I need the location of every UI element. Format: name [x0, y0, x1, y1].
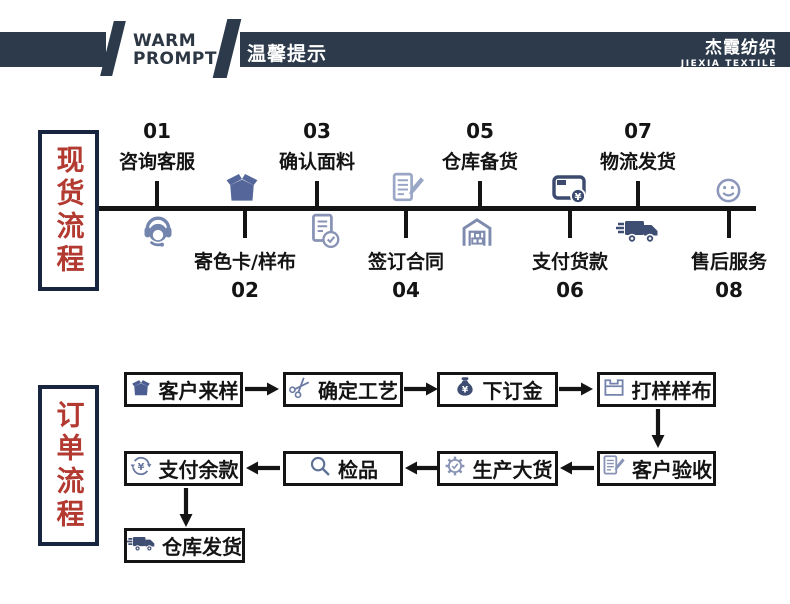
step-number: 08 — [715, 278, 743, 302]
flow-box-label: 下订金 — [482, 379, 543, 403]
document-pen-icon — [389, 170, 426, 207]
timeline-step-06: 支付货款 06 — [495, 243, 645, 302]
flow-arrow-down — [178, 488, 194, 528]
flow-box-label: 打样样布 — [631, 379, 712, 403]
step-number: 04 — [392, 278, 420, 302]
step-number: 03 — [303, 119, 331, 143]
step-label: 售后服务 — [690, 251, 767, 273]
flow-arrow-down — [650, 409, 666, 449]
sample-box-icon — [602, 375, 626, 404]
timeline-tick — [404, 211, 408, 238]
open-box-icon — [221, 167, 263, 207]
timeline-step-08: 售后服务 08 — [654, 243, 790, 302]
timeline-tick — [727, 211, 731, 238]
flow-box-bulk-production: 生产大货 — [437, 451, 558, 486]
flow-box-customer-sample: 客户来样 — [124, 372, 243, 407]
step-number: 06 — [556, 278, 584, 302]
timeline-step-07: 07 物流发货 — [563, 119, 713, 174]
flow-arrow-right — [404, 381, 439, 397]
timeline-step-01: 01 咨询客服 — [82, 119, 232, 174]
step-label: 寄色卡/样布 — [194, 251, 296, 273]
order-flow-label-box: 订单流程 — [38, 385, 99, 546]
document-pen-icon — [601, 454, 626, 483]
delivery-truck-icon — [127, 533, 156, 559]
refund-yen-icon: ¥ — [129, 454, 153, 483]
timeline-step-04: 签订合同 04 — [331, 243, 481, 302]
brand-name-en: JIEXIA TEXTILE — [680, 59, 777, 69]
flow-box-label: 客户验收 — [632, 458, 712, 482]
smiley-icon — [713, 175, 744, 206]
step-number: 05 — [466, 119, 494, 143]
flow-arrow-left — [559, 460, 594, 476]
timeline-tick — [636, 181, 640, 206]
header-title: 温馨提示 — [247, 43, 328, 65]
header-bar-right — [240, 32, 790, 67]
open-box-icon — [129, 376, 153, 404]
timeline-step-02: 寄色卡/样布 02 — [170, 243, 320, 302]
warm-prompt-title: WARM PROMPT — [133, 32, 217, 68]
timeline-step-03: 03 确认面料 — [242, 119, 392, 174]
flow-box-customer-acceptance: 客户验收 — [597, 451, 716, 486]
yen-glyph: ¥ — [137, 462, 144, 473]
step-label: 确认面料 — [278, 151, 355, 173]
step-label: 签订合同 — [367, 251, 444, 273]
header-bar-left — [0, 32, 106, 67]
gear-check-icon — [443, 454, 467, 483]
flow-box-confirm-craft: 确定工艺 — [283, 372, 403, 407]
flow-box-inspection: 检品 — [283, 451, 403, 486]
timeline-step-05: 05 仓库备货 — [405, 119, 555, 174]
flow-box-deposit: ¥ 下订金 — [437, 372, 558, 407]
document-check-icon — [306, 212, 342, 250]
flow-box-label: 仓库发货 — [162, 535, 242, 559]
yen-glyph: ¥ — [575, 192, 582, 203]
order-flow-label: 订单流程 — [52, 399, 86, 532]
flow-arrow-left — [245, 460, 280, 476]
flow-box-label: 客户来样 — [158, 379, 239, 403]
timeline-tick — [243, 211, 247, 238]
payment-card-icon: ¥ — [551, 172, 589, 206]
flow-box-label: 确定工艺 — [318, 379, 398, 403]
timeline-line — [99, 206, 756, 211]
money-bag-icon: ¥ — [453, 375, 477, 404]
step-label: 仓库备货 — [441, 151, 518, 173]
warm-prompt-line2: PROMPT — [133, 49, 217, 69]
warm-prompt-line1: WARM — [133, 31, 197, 51]
timeline-tick — [568, 211, 572, 238]
flow-arrow-right — [245, 381, 280, 397]
flow-arrow-right — [559, 381, 594, 397]
timeline-tick — [478, 181, 482, 206]
step-number: 01 — [143, 119, 171, 143]
flow-arrow-left — [404, 460, 439, 476]
flow-box-label: 支付余款 — [158, 458, 239, 482]
scissors-icon — [288, 375, 312, 404]
customer-service-headset-icon — [140, 212, 176, 248]
step-number: 07 — [624, 119, 652, 143]
flow-box-label: 生产大货 — [472, 458, 553, 482]
flow-box-pay-balance: ¥ 支付余款 — [124, 451, 243, 486]
step-label: 咨询客服 — [118, 151, 195, 173]
yen-glyph: ¥ — [461, 385, 468, 395]
magnifier-icon — [308, 454, 332, 483]
step-number: 02 — [231, 278, 259, 302]
timeline-tick — [155, 181, 159, 206]
spot-flow-label: 现货流程 — [52, 144, 86, 277]
step-label: 支付货款 — [531, 251, 608, 273]
flow-box-warehouse-shipping: 仓库发货 — [124, 528, 245, 563]
spot-flow-label-box: 现货流程 — [38, 130, 99, 291]
brand-logo: 杰霞纺织 JIEXIA TEXTILE — [681, 33, 777, 69]
flow-box-label: 检品 — [338, 458, 378, 482]
warehouse-icon — [459, 213, 495, 247]
timeline-tick — [315, 181, 319, 206]
brand-name-cn: 杰霞纺织 — [705, 38, 777, 58]
delivery-truck-icon — [616, 215, 660, 247]
step-label: 物流发货 — [599, 151, 676, 173]
flow-box-proof-sample: 打样样布 — [597, 372, 716, 407]
